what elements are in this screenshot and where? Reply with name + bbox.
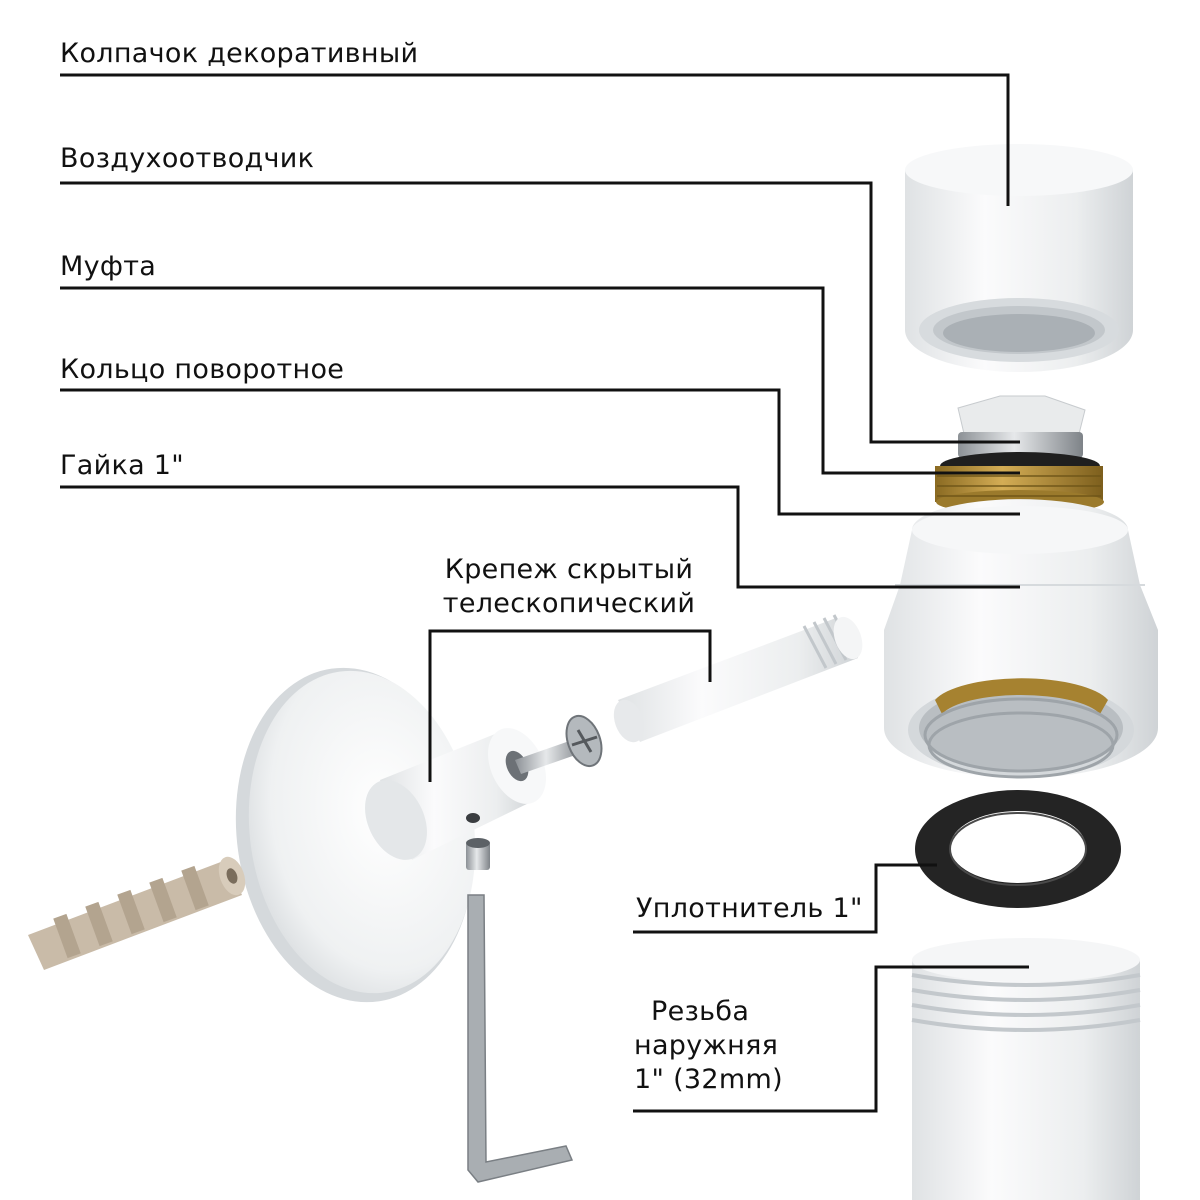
leader-line-swivel-ring [60, 388, 1020, 516]
leader-line-nut [60, 485, 1020, 589]
label-thread-line-1: Резьба [651, 996, 750, 1027]
leader-line-cap [60, 73, 1010, 206]
nut-body [884, 499, 1158, 779]
threaded-pipe [911, 938, 1141, 1200]
label-gasket: Уплотнитель 1" [636, 893, 863, 924]
label-air-vent: Воздухоотводчик [60, 143, 315, 174]
label-mount-line-2: телескопический [442, 588, 696, 619]
label-swivel-ring: Кольцо поворотное [60, 354, 345, 385]
leader-line-coupling [60, 286, 1020, 475]
leader-lines [60, 73, 1029, 1113]
gasket [915, 790, 1121, 908]
label-mount-line-1: Крепеж скрытый [444, 554, 694, 585]
mount-cylinder [365, 728, 547, 860]
label-decorative-cap: Колпачок декоративный [60, 38, 419, 69]
leader-line-thread [633, 965, 1029, 1113]
decorative-cap [905, 144, 1133, 372]
leader-line-mount [428, 629, 712, 782]
label-nut: Гайка 1" [60, 450, 184, 481]
label-thread-line-2: наружняя [634, 1030, 779, 1061]
air-vent [957, 395, 1086, 458]
telescopic-rod [613, 614, 863, 743]
hex-key [467, 894, 574, 1183]
label-external-thread: Резьба наружняя 1" (32mm) [634, 995, 864, 1097]
label-thread-line-3: 1" (32mm) [634, 1064, 783, 1095]
set-screw [466, 838, 490, 870]
label-hidden-telescopic-mount: Крепеж скрытый телескопический [438, 553, 700, 621]
wall-flange [235, 667, 476, 1003]
leader-line-gasket [633, 863, 937, 934]
wall-dowel [28, 856, 246, 970]
label-coupling: Муфта [60, 251, 157, 282]
screw [515, 714, 603, 774]
leader-line-air-vent [60, 181, 1020, 444]
